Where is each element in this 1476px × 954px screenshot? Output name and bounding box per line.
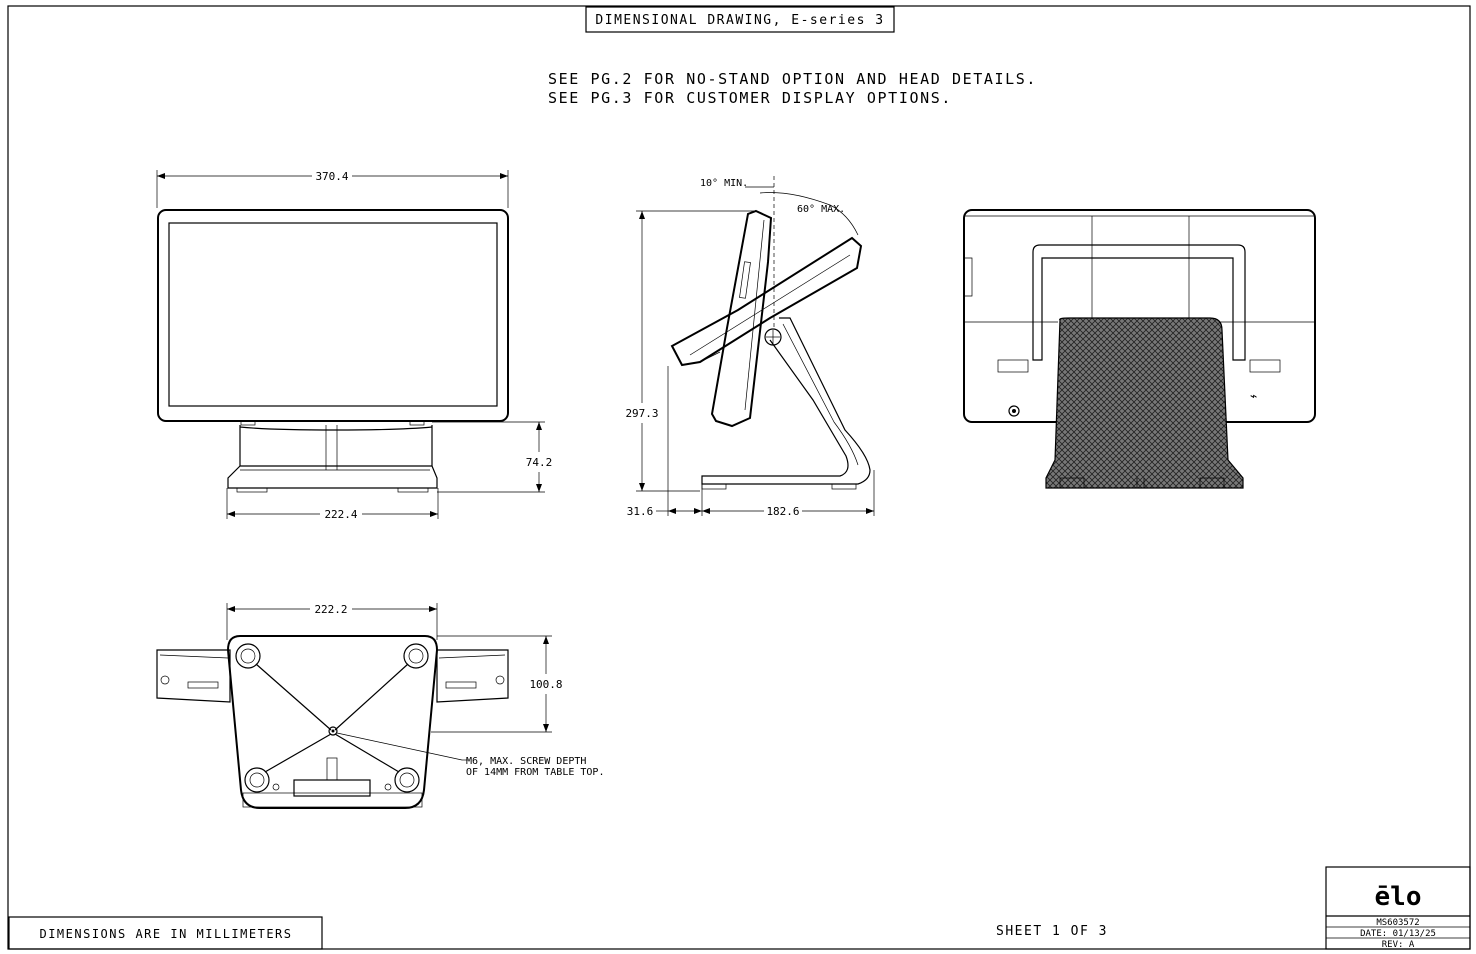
front-monitor-bezel [157, 209, 509, 422]
bottom-depth-label: 100.8 [529, 678, 562, 691]
note-line-2: SEE PG.3 FOR CUSTOMER DISPLAY OPTIONS. [548, 89, 952, 107]
note-line-1: SEE PG.2 FOR NO-STAND OPTION AND HEAD DE… [548, 70, 1037, 88]
units-box: DIMENSIONS ARE IN MILLIMETERS [8, 916, 323, 950]
side-height-label: 297.3 [625, 407, 658, 420]
front-base-width-label: 222.4 [324, 508, 357, 521]
notes: SEE PG.2 FOR NO-STAND OPTION AND HEAD DE… [548, 70, 1037, 107]
screw-note-line-2: OF 14MM FROM TABLE TOP. [466, 767, 604, 778]
drawing-title: DIMENSIONAL DRAWING, E-series 3 [595, 13, 884, 28]
units-note: DIMENSIONS ARE IN MILLIMETERS [39, 927, 292, 941]
svg-text:⌁: ⌁ [1250, 389, 1257, 403]
screw-hole [328, 726, 338, 736]
side-depth-label: 182.6 [766, 505, 799, 518]
drawing-date: DATE: 01/13/25 [1360, 929, 1436, 939]
title-box: DIMENSIONAL DRAWING, E-series 3 [585, 6, 895, 33]
screw-note-line-1: M6, MAX. SCREW DEPTH [466, 756, 586, 767]
part-number: MS603572 [1376, 918, 1419, 928]
elo-logo: ēlo [1375, 882, 1422, 912]
front-base-height-label: 74.2 [526, 456, 553, 469]
bottom-width-label: 222.2 [314, 603, 347, 616]
rear-view: ⌁ [963, 209, 1316, 489]
side-max-tilt-label: 60° MAX. [797, 204, 845, 215]
title-block: ēlo MS603572 DATE: 01/13/25 REV: A [1325, 866, 1471, 950]
bottom-base-plate [226, 635, 439, 809]
drawing-rev: REV: A [1382, 940, 1415, 950]
front-view: 370.4 74.2 222.4 [156, 170, 553, 521]
front-width-label: 370.4 [315, 170, 348, 183]
side-front-offset-label: 31.6 [627, 505, 654, 518]
bottom-view: 222.2 100.8 [156, 603, 604, 809]
side-view: 10° MIN. 60° MAX. 297.3 31.6 [625, 176, 875, 518]
side-min-tilt-label: 10° MIN. [700, 178, 748, 189]
sheet-border [7, 5, 1471, 950]
sheet-label: SHEET 1 OF 3 [996, 924, 1108, 939]
front-monitor-screen [168, 222, 498, 407]
